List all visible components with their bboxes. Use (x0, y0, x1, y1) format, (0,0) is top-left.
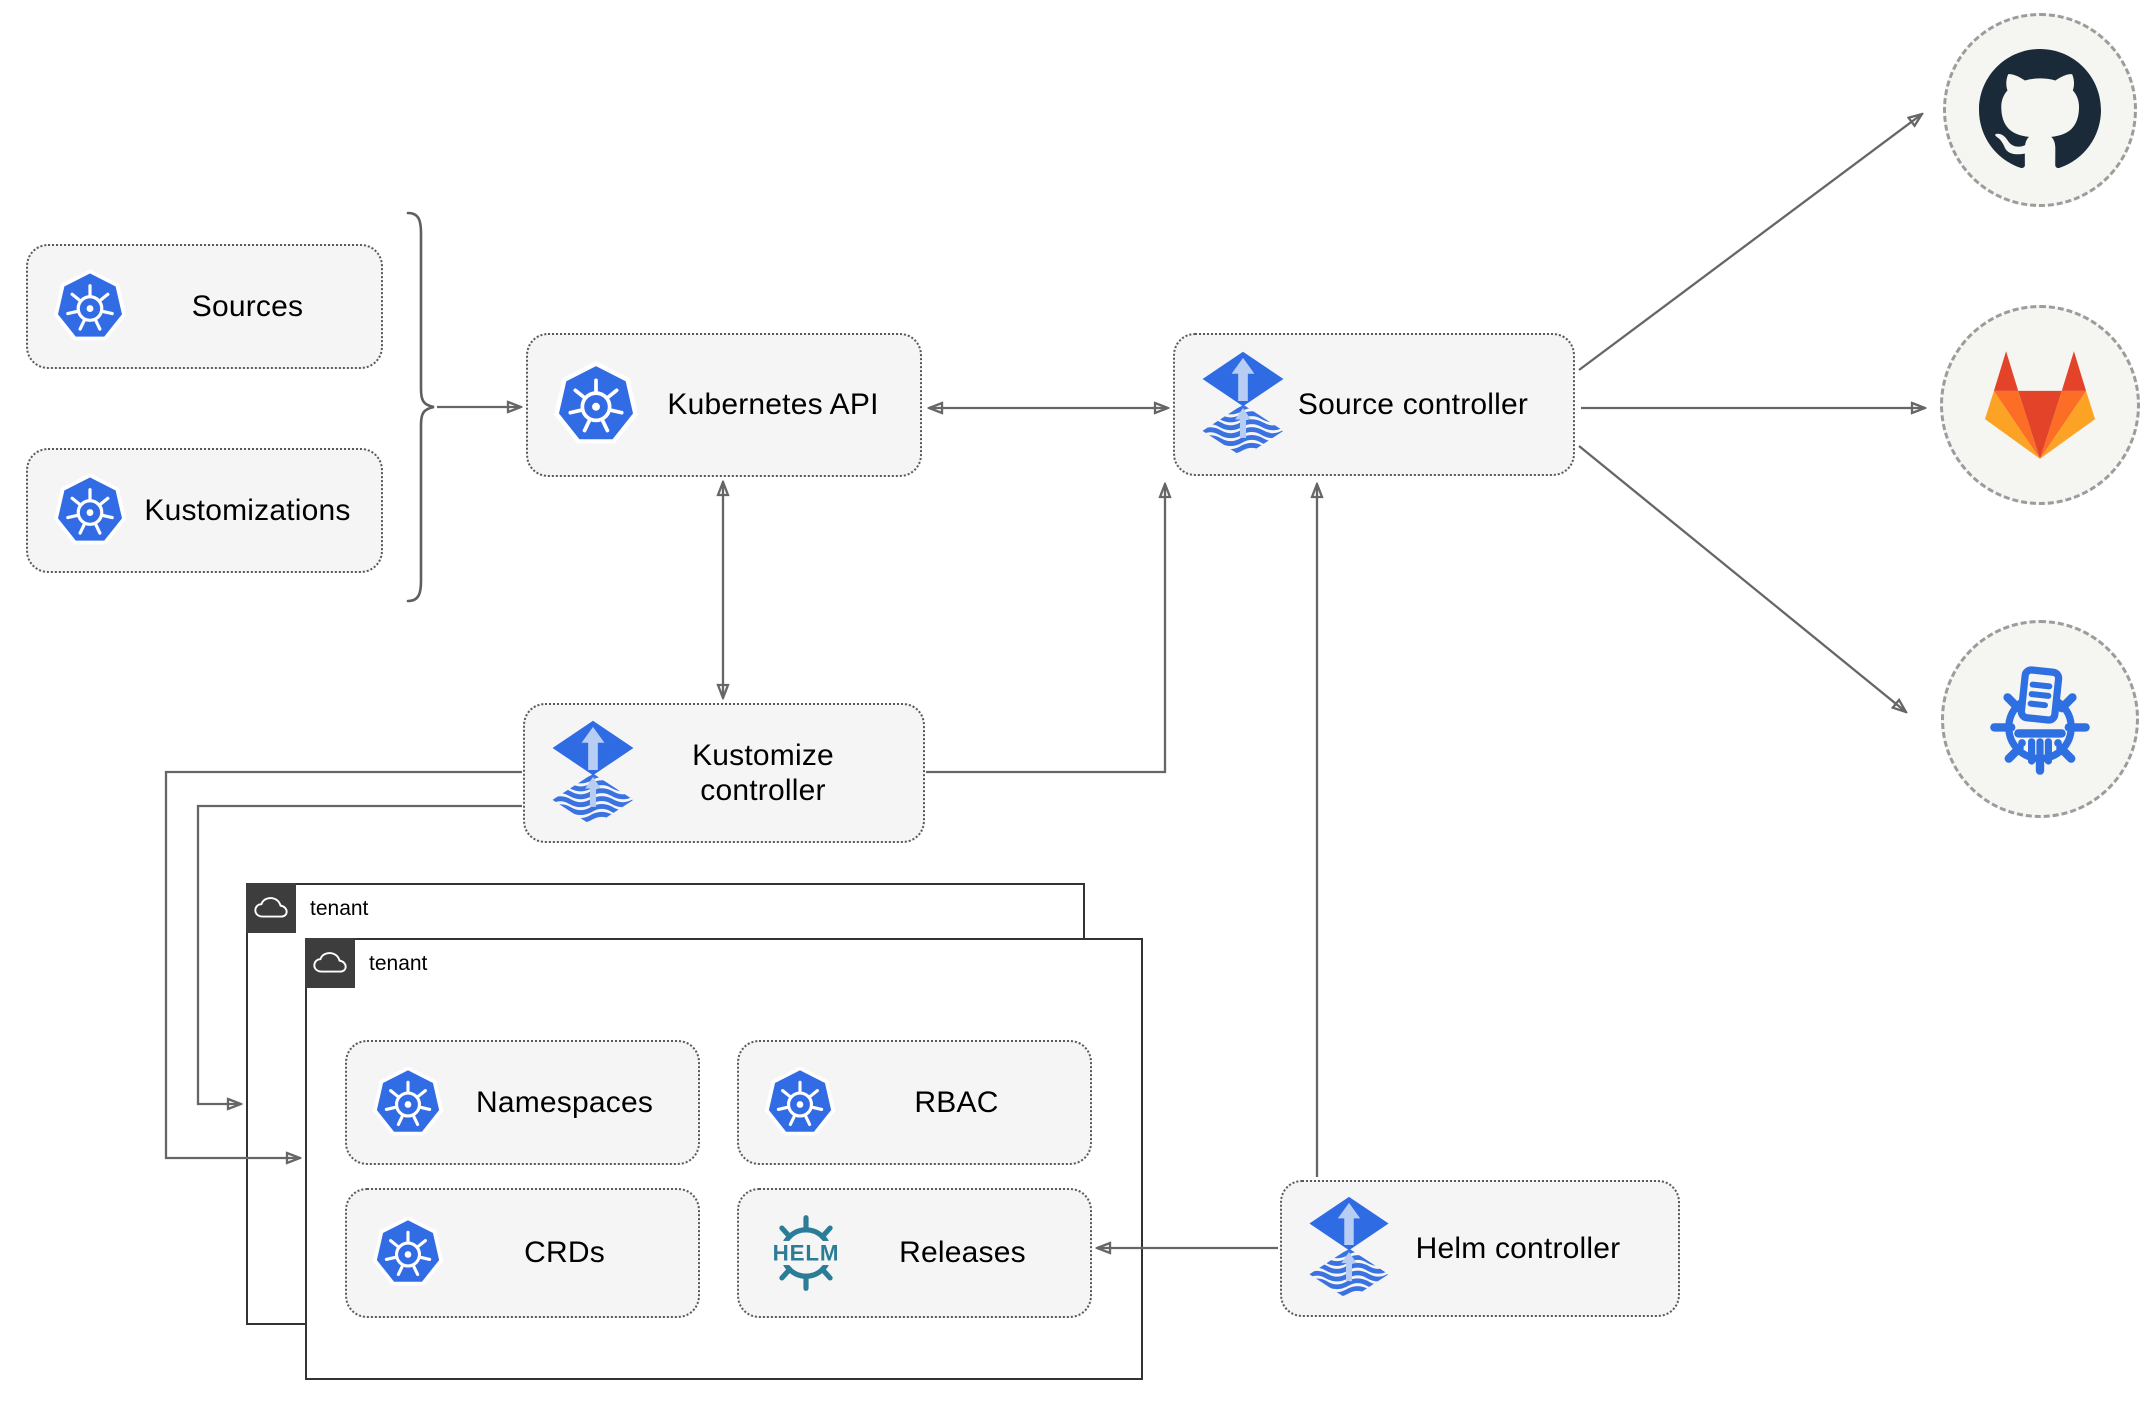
flux-icon (1306, 1195, 1392, 1302)
endpoint-helm-repository (1941, 620, 2139, 818)
flux-icon (549, 719, 637, 828)
node-helm-controller-label: Helm controller (1415, 1231, 1621, 1265)
github-icon (1979, 49, 2101, 168)
node-rbac: RBAC (737, 1040, 1092, 1165)
kubernetes-icon (52, 269, 128, 345)
chartmuseum-icon (1990, 666, 2090, 775)
edge-source-controller-to-github (1578, 114, 1922, 371)
node-crds: CRDs (345, 1188, 700, 1318)
cloud-icon (305, 938, 355, 988)
node-source-controller-label: Source controller (1297, 387, 1529, 421)
edge-source-controller-to-helm-repository (1578, 445, 1906, 712)
flux-icon (1199, 350, 1287, 459)
node-kustomizations-label: Kustomizations (144, 493, 351, 527)
cloud-icon (246, 883, 296, 933)
endpoint-github (1943, 13, 2137, 207)
node-sources-label: Sources (191, 289, 304, 323)
node-sources: Sources (26, 244, 383, 369)
node-kustomize-controller-label: Kustomize controller (692, 738, 834, 807)
node-kubernetes-api-label: Kubernetes API (667, 388, 879, 422)
helm-icon: HELM (763, 1210, 849, 1296)
node-kustomize-controller: Kustomize controller (523, 703, 925, 843)
helm-wordmark: HELM (773, 1241, 840, 1266)
brace-sources-kustomizations (406, 211, 435, 603)
tenant-outer-label: tenant (310, 897, 369, 920)
node-releases: HELM Releases (737, 1188, 1092, 1318)
node-rbac-label: RBAC (914, 1085, 999, 1119)
kubernetes-icon (52, 473, 128, 549)
node-crds-label: CRDs (524, 1236, 605, 1270)
node-source-controller: Source controller (1173, 333, 1575, 476)
node-kubernetes-api: Kubernetes API (526, 333, 922, 477)
kubernetes-icon (552, 361, 640, 449)
edge-kustomize-controller-to-source-controller (926, 484, 1165, 774)
node-namespaces: Namespaces (345, 1040, 700, 1165)
endpoint-gitlab (1940, 305, 2140, 505)
gitlab-icon (1984, 351, 2096, 459)
node-helm-controller: Helm controller (1280, 1180, 1680, 1317)
node-namespaces-label: Namespaces (475, 1085, 654, 1119)
node-kustomizations: Kustomizations (26, 448, 383, 573)
kubernetes-icon (371, 1066, 445, 1140)
kubernetes-icon (371, 1216, 445, 1290)
tenant-inner-label: tenant (369, 952, 428, 975)
kubernetes-icon (763, 1066, 837, 1140)
node-releases-label: Releases (899, 1236, 1026, 1270)
